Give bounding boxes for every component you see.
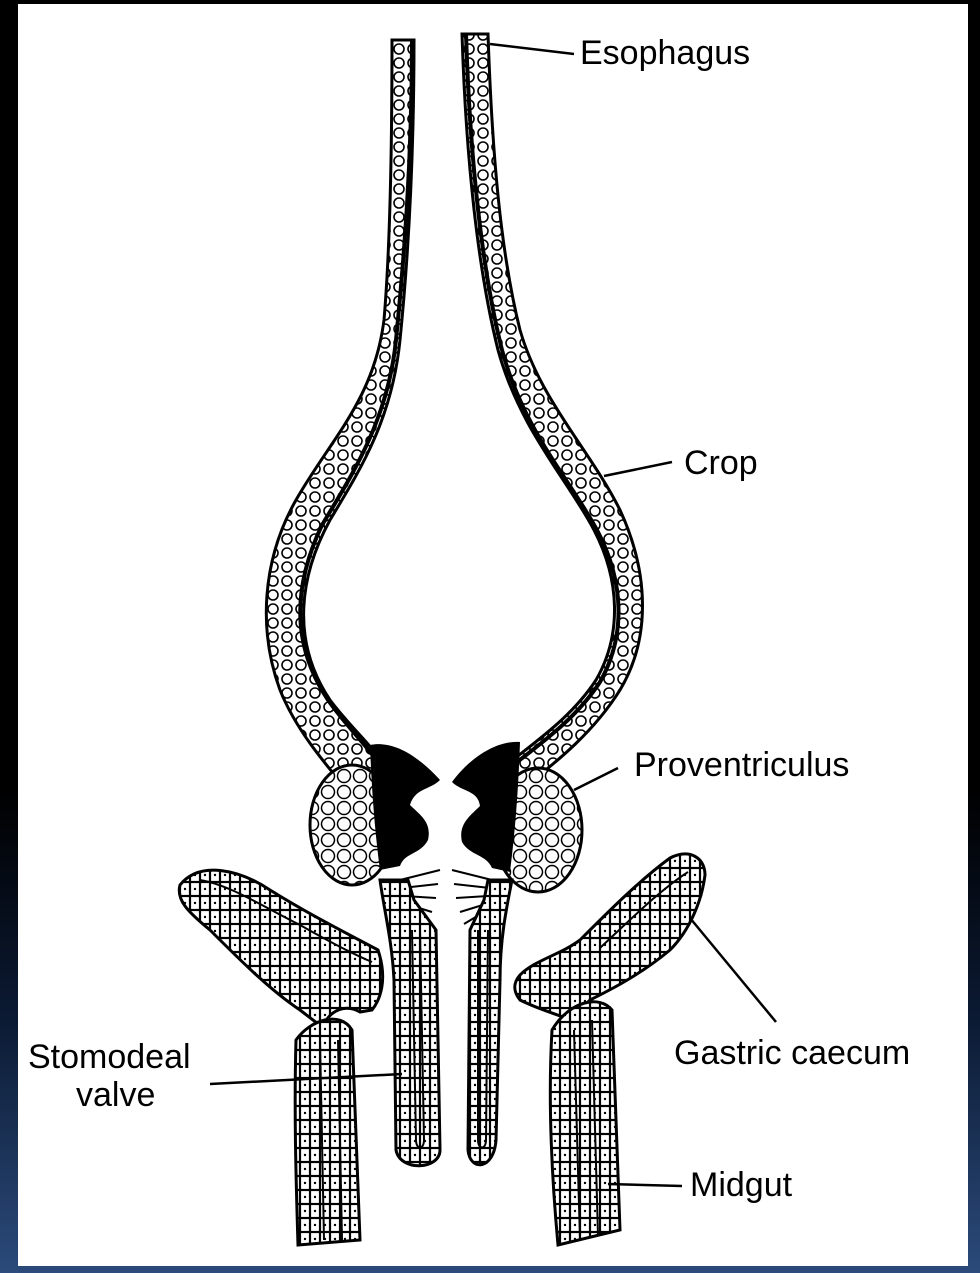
label-crop: Crop [684,446,758,480]
stomodeal-valve-left [380,880,440,1166]
leader-proventriculus [574,768,618,790]
label-gastric-caecum: Gastric caecum [674,1036,910,1070]
stomodeal-valve-right [468,880,512,1165]
label-midgut: Midgut [690,1168,792,1202]
gastric-caecum-left [179,870,382,1030]
proventriculus-teeth-right [452,742,520,872]
proventriculus-teeth-left [370,744,440,870]
label-stomodeal-valve-line2: valve [76,1078,191,1112]
crop-wall-right [462,34,643,790]
leader-crop [604,462,672,476]
midgut-right [550,1002,620,1245]
label-stomodeal-valve: Stomodeal valve [28,1040,191,1112]
label-stomodeal-valve-line1: Stomodeal [28,1040,191,1074]
leader-gastric-caecum [690,918,776,1022]
leader-esophagus [490,44,574,54]
crop-wall-left [266,40,414,820]
label-proventriculus: Proventriculus [634,748,849,782]
midgut-left [295,1019,360,1245]
label-esophagus: Esophagus [580,36,750,70]
